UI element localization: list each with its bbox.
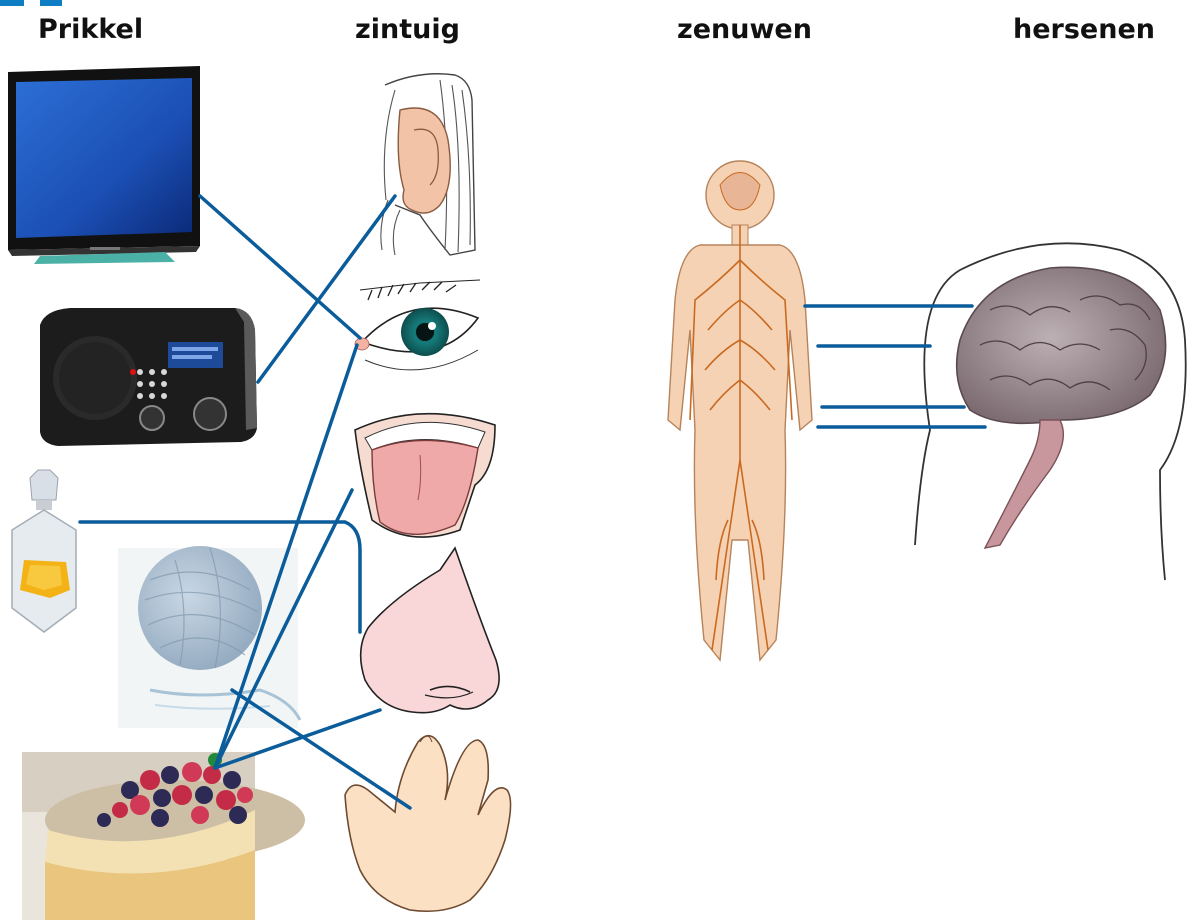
tv-icon <box>8 66 200 264</box>
radio-icon <box>40 308 257 446</box>
brain-figure <box>915 243 1186 580</box>
tongue-icon <box>355 414 495 537</box>
nervous-system-figure <box>668 161 812 660</box>
perfume-icon <box>12 470 76 632</box>
yarn-icon <box>118 546 300 728</box>
cake-icon <box>22 752 305 920</box>
hand-icon <box>345 736 511 912</box>
line-radio-ear <box>258 196 395 382</box>
nose-icon <box>361 548 499 713</box>
ear-icon <box>381 74 475 255</box>
eye-icon <box>355 280 480 370</box>
